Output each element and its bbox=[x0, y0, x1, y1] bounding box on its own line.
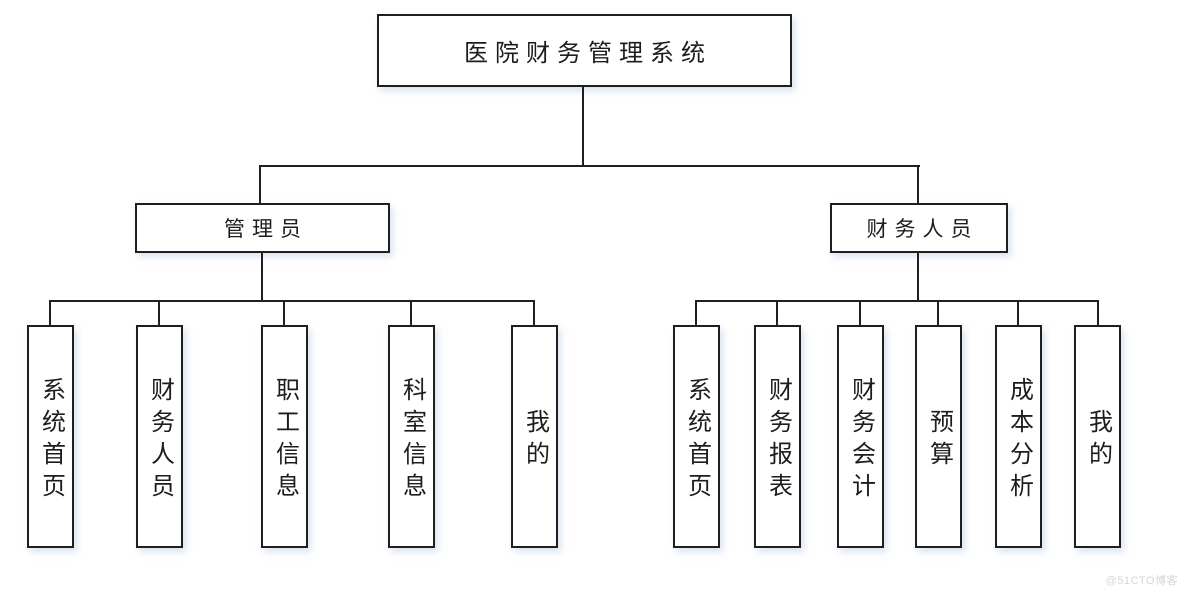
admin-leaf-department-info-label: 科室信息 bbox=[398, 376, 425, 505]
connector-admin-stem bbox=[261, 253, 263, 300]
admin-leaf-mine-label: 我的 bbox=[521, 408, 548, 473]
connector-finance-horizontal bbox=[695, 300, 1099, 302]
connector-finance-drop-4 bbox=[937, 300, 939, 325]
connector-admin-horizontal bbox=[49, 300, 535, 302]
connector-finance-drop-2 bbox=[776, 300, 778, 325]
finance-leaf-mine: 我的 bbox=[1074, 325, 1121, 548]
connector-root-stem bbox=[582, 87, 584, 165]
admin-leaf-finance-staff-label: 财务人员 bbox=[146, 376, 173, 505]
finance-leaf-system-home-label: 系统首页 bbox=[683, 376, 710, 505]
finance-leaf-mine-label: 我的 bbox=[1084, 408, 1111, 473]
finance-leaf-system-home: 系统首页 bbox=[673, 325, 720, 548]
finance-leaf-financial-reports-label: 财务报表 bbox=[764, 376, 791, 505]
admin-leaf-system-home-label: 系统首页 bbox=[37, 376, 64, 505]
connector-admin-drop-3 bbox=[283, 300, 285, 325]
finance-leaf-cost-analysis: 成本分析 bbox=[995, 325, 1042, 548]
watermark-51cto: @51CTO博客 bbox=[1105, 575, 1178, 587]
connector-drop-finance bbox=[917, 165, 919, 203]
connector-finance-drop-3 bbox=[859, 300, 861, 325]
finance-leaf-budget: 预算 bbox=[915, 325, 962, 548]
admin-leaf-employee-info-label: 职工信息 bbox=[271, 376, 298, 505]
admin-leaf-employee-info: 职工信息 bbox=[261, 325, 308, 548]
finance-leaf-financial-accounting-label: 财务会计 bbox=[847, 376, 874, 505]
admin-leaf-finance-staff: 财务人员 bbox=[136, 325, 183, 548]
finance-leaf-financial-reports: 财务报表 bbox=[754, 325, 801, 548]
admin-leaf-mine: 我的 bbox=[511, 325, 558, 548]
connector-finance-drop-6 bbox=[1097, 300, 1099, 325]
connector-finance-drop-1 bbox=[695, 300, 697, 325]
connector-finance-drop-5 bbox=[1017, 300, 1019, 325]
connector-finance-stem bbox=[917, 253, 919, 300]
node-branch-admin: 管理员 bbox=[135, 203, 390, 253]
connector-level1-horizontal bbox=[259, 165, 920, 167]
node-branch-finance-staff: 财务人员 bbox=[830, 203, 1008, 253]
finance-leaf-budget-label: 预算 bbox=[925, 408, 952, 473]
finance-leaf-cost-analysis-label: 成本分析 bbox=[1005, 376, 1032, 505]
admin-leaf-department-info: 科室信息 bbox=[388, 325, 435, 548]
node-root-hospital-finance-system: 医院财务管理系统 bbox=[377, 14, 792, 87]
connector-admin-drop-5 bbox=[533, 300, 535, 325]
admin-leaf-system-home: 系统首页 bbox=[27, 325, 74, 548]
connector-drop-admin bbox=[259, 165, 261, 203]
finance-leaf-financial-accounting: 财务会计 bbox=[837, 325, 884, 548]
connector-admin-drop-1 bbox=[49, 300, 51, 325]
connector-admin-drop-2 bbox=[158, 300, 160, 325]
connector-admin-drop-4 bbox=[410, 300, 412, 325]
